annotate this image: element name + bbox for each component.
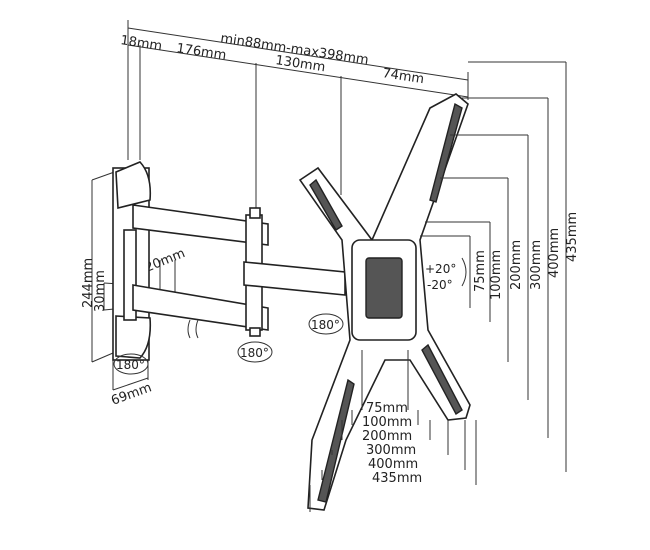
dim-69mm-label: 69mm xyxy=(109,380,153,408)
vesa-vertical-dim-lines xyxy=(420,61,567,472)
tilt-down-label: -20° xyxy=(427,278,453,292)
wall-plate xyxy=(112,161,152,361)
rotation-180-arm-icon xyxy=(237,341,273,363)
vesa-v-300-label: 300mm xyxy=(529,240,544,290)
top-dimension-lines xyxy=(127,20,469,210)
vesa-h-435-label: 435mm xyxy=(372,471,422,486)
dim-244mm-label: 244mm xyxy=(81,258,96,308)
vesa-h-100-label: 100mm xyxy=(362,415,412,430)
tilt-indicator xyxy=(461,257,467,287)
dim-130mm-label: 130mm xyxy=(274,53,326,75)
rotation-180-head-icon xyxy=(308,313,344,335)
vesa-h-400-label: 400mm xyxy=(368,457,418,472)
vesa-v-100-label: 100mm xyxy=(489,250,504,300)
vesa-horizontal-dim-lines xyxy=(309,350,477,512)
rotation-head-label: 180° xyxy=(311,318,340,332)
vesa-h-300-label: 300mm xyxy=(366,443,416,458)
dim-74mm-label: 74mm xyxy=(381,66,425,87)
rotation-arm-label: 180° xyxy=(240,346,269,360)
vesa-v-400-label: 400mm xyxy=(547,228,562,278)
tilt-up-label: +20° xyxy=(425,262,456,276)
dim-176mm-label: 176mm xyxy=(175,41,227,63)
vesa-v-200-label: 200mm xyxy=(509,240,524,290)
rotation-wall-label: 180° xyxy=(116,358,145,372)
vesa-h-200-label: 200mm xyxy=(362,429,412,444)
vesa-bracket xyxy=(298,93,471,511)
swing-arms xyxy=(132,204,346,339)
vesa-v-435-label: 435mm xyxy=(565,212,580,262)
vesa-v-75-label: 75mm xyxy=(473,250,488,292)
dim-30mm-label: 30mm xyxy=(93,270,108,312)
vesa-h-75-label: 75mm xyxy=(366,401,408,416)
rotation-180-wall-icon xyxy=(113,353,149,375)
dim-18mm-label: 18mm xyxy=(119,33,163,54)
